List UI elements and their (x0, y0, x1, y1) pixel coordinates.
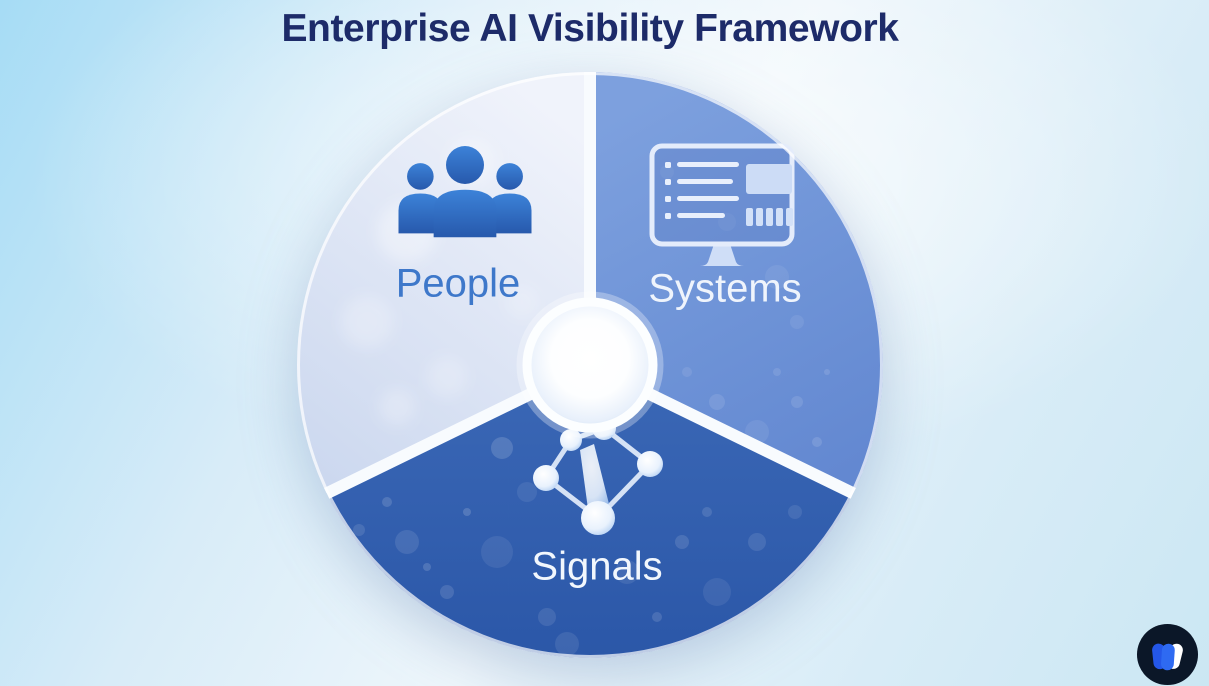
segment-label-people: People (395, 261, 521, 306)
center-ring (522, 297, 658, 433)
segment-label-systems: Systems (648, 266, 802, 311)
w-mark-logo-icon (1136, 623, 1199, 686)
segment-label-signals: Signals (531, 544, 663, 589)
pie-outer-rim (297, 72, 883, 658)
brand-logo (1136, 623, 1199, 686)
framework-pie-diagram (297, 72, 883, 658)
page-title: Enterprise AI Visibility Framework (281, 7, 899, 50)
people-group-icon (398, 146, 532, 238)
wedge-systems (590, 72, 883, 494)
monitor-dashboard-icon (649, 143, 795, 266)
network-graph-icon (533, 416, 663, 535)
signals-wedge-texture (353, 437, 802, 656)
center-hub (516, 291, 664, 439)
